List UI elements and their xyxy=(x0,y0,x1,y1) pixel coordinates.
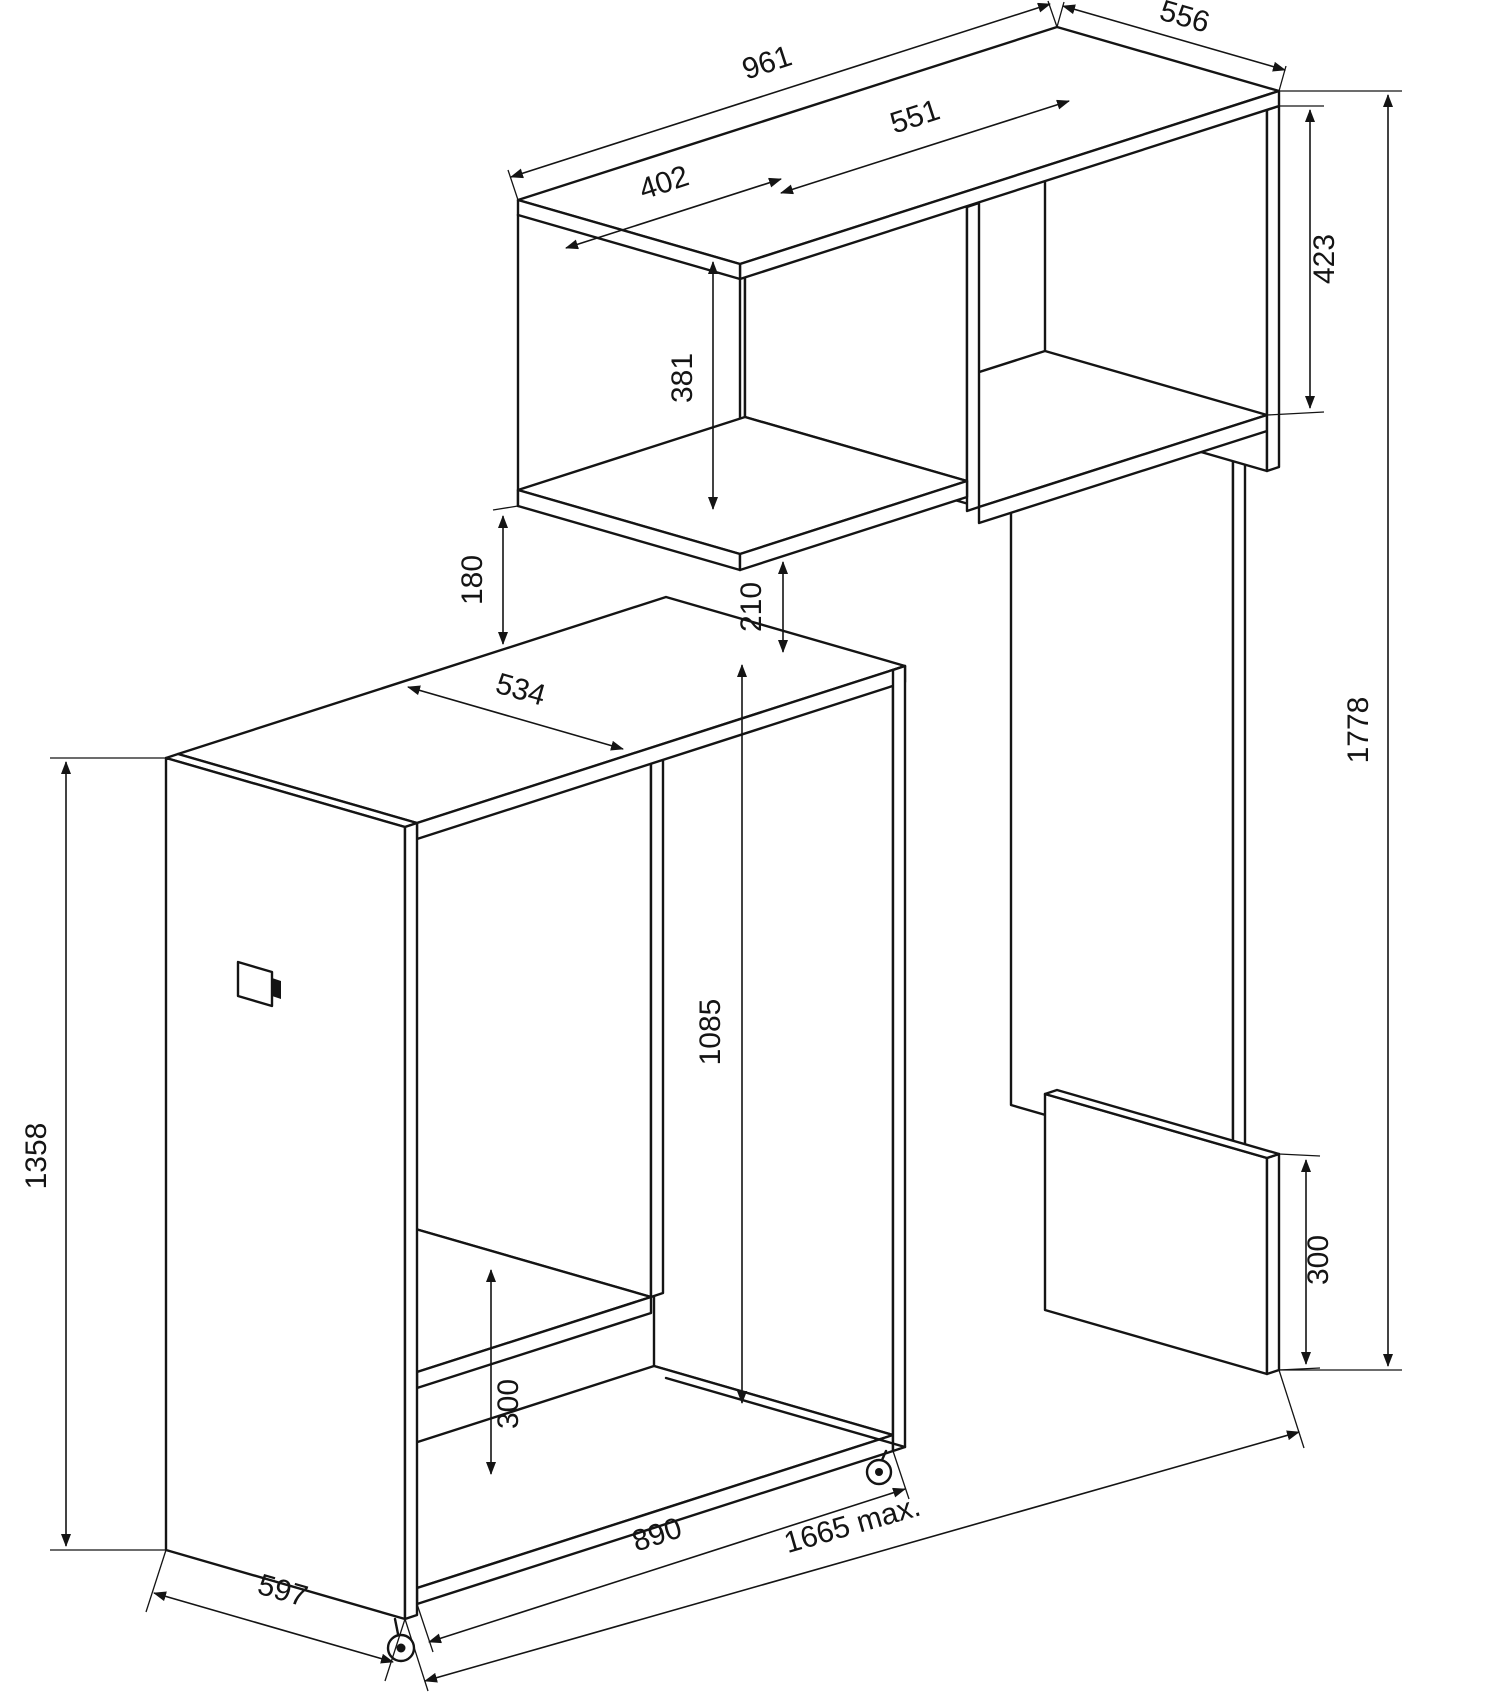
extension-line xyxy=(384,1618,406,1682)
middle-divider-front xyxy=(965,201,981,513)
cabinet-door-front-strip xyxy=(403,821,419,1621)
extension-line xyxy=(1266,411,1325,416)
dimension-line xyxy=(510,2,1051,179)
cabinet-right-wall-front xyxy=(891,664,907,1453)
tall-shelf-unit xyxy=(516,25,1281,1376)
garage-upright-front xyxy=(1231,435,1247,1171)
dim-left-bay-height: 381 xyxy=(666,261,718,510)
dim-label-plinth-height: 300 xyxy=(1302,1235,1335,1285)
extension-line xyxy=(1278,1367,1321,1371)
door-handle xyxy=(236,960,274,1008)
dim-label-shelf-depth: 556 xyxy=(1156,0,1213,40)
caster-wheel-front-left xyxy=(386,1617,416,1663)
dimension-line xyxy=(565,177,782,250)
extension-line xyxy=(416,1603,434,1653)
extension-line xyxy=(145,1549,167,1613)
dim-label-cabinet-inner-height: 1085 xyxy=(694,999,727,1066)
left-bay-shelf-front xyxy=(738,479,969,572)
dim-label-clearance-right: 210 xyxy=(735,582,768,632)
cabinet-divider-front xyxy=(649,757,665,1299)
dim-label-total-height: 1778 xyxy=(1342,697,1375,764)
dim-cabinet-inner-height: 1085 xyxy=(694,664,747,1404)
dim-label-max-extension: 1665 max. xyxy=(781,1490,925,1560)
caster-stem xyxy=(393,1617,400,1636)
dim-label-shelf-top-width: 961 xyxy=(738,40,796,87)
caster-hub xyxy=(875,1468,883,1476)
dim-right-bay-height: 423 xyxy=(1266,105,1341,416)
dim-label-right-bay-height: 423 xyxy=(1308,234,1341,284)
dim-label-cabinet-height: 1358 xyxy=(20,1123,53,1190)
extension-line xyxy=(1278,1153,1321,1157)
dim-total-height: 1778 xyxy=(1279,90,1402,1371)
dim-plinth-height: 300 xyxy=(1278,1153,1335,1371)
dimension-line xyxy=(780,99,1070,195)
dim-label-cabinet-shelf-height: 300 xyxy=(492,1379,525,1429)
rolling-cabinet xyxy=(164,595,907,1663)
door-handle-latch xyxy=(272,978,281,999)
dim-clearance-right: 210 xyxy=(735,561,788,653)
caster-hub xyxy=(396,1643,406,1653)
right-side-panel-front xyxy=(1265,104,1281,473)
cabinet-door-face xyxy=(164,756,407,1621)
extension-line xyxy=(507,169,519,201)
dim-label-left-bay-height: 381 xyxy=(666,353,699,403)
dimension-line xyxy=(153,1591,394,1664)
base-plinth-front xyxy=(1265,1152,1281,1376)
extension-line xyxy=(492,505,519,511)
dimension-line xyxy=(407,685,624,751)
extension-line xyxy=(1056,1,1065,28)
dimension-line xyxy=(1062,4,1286,72)
dimension-line xyxy=(424,1430,1300,1683)
dim-cabinet-height: 1358 xyxy=(20,757,166,1551)
dim-clearance-left: 180 xyxy=(456,505,519,645)
dim-label-clearance-left: 180 xyxy=(456,555,489,605)
